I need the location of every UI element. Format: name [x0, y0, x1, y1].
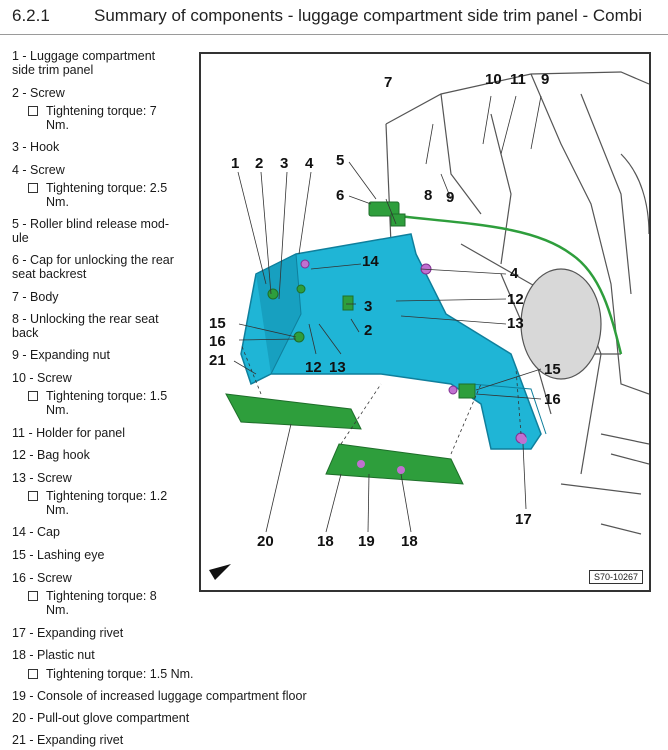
callout-19: 19 [358, 533, 375, 550]
callout-11: 11 [510, 71, 526, 88]
heading-divider [0, 34, 668, 35]
callout-10: 10 [485, 71, 502, 88]
callout-15-left: 15 [209, 315, 226, 332]
direction-arrow-icon [209, 564, 231, 580]
legend-item-10: 10 - Screw [12, 371, 72, 385]
callout-4-top: 4 [305, 155, 314, 172]
callout-16-right: 16 [544, 391, 561, 408]
cable-illustration [380, 212, 623, 355]
callout-3-mid: 3 [364, 298, 372, 315]
callout-2-top: 2 [255, 155, 263, 172]
checkbox-icon [28, 490, 38, 501]
callout-12-right: 12 [507, 291, 524, 308]
legend-item-19: 19 - Console of increased luggage compar… [12, 689, 307, 703]
legend-item-20: 20 - Pull-out glove compartment [12, 711, 190, 725]
callout-5: 5 [336, 152, 344, 169]
checkbox-icon [28, 390, 38, 401]
callout-14: 14 [362, 253, 379, 270]
callout-6: 6 [336, 187, 344, 204]
legend-item-11: 11 - Holder for panel [12, 426, 126, 440]
exploded-view-drawing: 7 10 11 9 1 2 3 4 5 6 8 9 14 4 12 13 3 2… [209, 71, 649, 580]
legend-item-5: 5 - Roller blind release mod-ule [12, 217, 170, 245]
legend-item-3: 3 - Hook [12, 140, 60, 154]
callout-9-mid: 9 [446, 189, 454, 206]
callout-20: 20 [257, 533, 274, 550]
callout-18-right: 18 [401, 533, 418, 550]
callout-9-top: 9 [541, 71, 549, 88]
legend-item-18-torque: Tightening torque: 1.5 Nm. [28, 667, 194, 681]
callout-2-mid: 2 [364, 322, 372, 339]
legend-item-12: 12 - Bag hook [12, 448, 90, 462]
callout-15-right: 15 [544, 361, 561, 378]
car-body-illustration [385, 71, 649, 535]
callout-16-left: 16 [209, 333, 226, 350]
callout-12-mid: 12 [305, 359, 322, 376]
callout-7: 7 [384, 74, 392, 91]
callout-13-mid: 13 [329, 359, 346, 376]
legend-item-4: 4 - Screw [12, 163, 65, 177]
section-title: Summary of components - luggage compartm… [94, 6, 643, 25]
legend-item-15: 15 - Lashing eye [12, 548, 105, 562]
legend-item-17: 17 - Expanding rivet [12, 626, 124, 640]
checkbox-icon [28, 668, 38, 679]
legend-item-14: 14 - Cap [12, 525, 60, 539]
callout-1: 1 [231, 155, 239, 172]
side-trim-panel-illustration [240, 233, 542, 450]
callout-21: 21 [209, 352, 226, 369]
section-number: 6.2.1 [12, 6, 50, 25]
figure-code: S70-10267 [588, 570, 643, 584]
console-illustration [325, 443, 464, 485]
checkbox-icon [28, 590, 38, 601]
legend-item-16: 16 - Screw [12, 571, 72, 585]
callout-3-top: 3 [280, 155, 288, 172]
legend-item-9: 9 - Expanding nut [12, 348, 110, 362]
callout-labels: 7 10 11 9 1 2 3 4 5 6 8 9 14 4 12 13 3 2… [209, 71, 561, 550]
checkbox-icon [28, 182, 38, 193]
checkbox-icon [28, 105, 38, 116]
callout-13-right: 13 [507, 315, 524, 332]
exploded-view-figure: 7 10 11 9 1 2 3 4 5 6 8 9 14 4 12 13 3 2… [199, 52, 651, 592]
callout-4-right: 4 [510, 265, 519, 282]
legend-item-18: 18 - Plastic nut [12, 648, 95, 662]
callout-8: 8 [424, 187, 432, 204]
glove-compartment-illustration [225, 393, 362, 430]
legend-item-13: 13 - Screw [12, 471, 72, 485]
legend-item-21: 21 - Expanding rivet [12, 733, 124, 747]
callout-18-left: 18 [317, 533, 334, 550]
section-heading: 6.2.1 Summary of components - luggage co… [8, 6, 663, 30]
callout-17: 17 [515, 511, 532, 528]
legend-item-7: 7 - Body [12, 290, 59, 304]
legend-item-2: 2 - Screw [12, 86, 65, 100]
